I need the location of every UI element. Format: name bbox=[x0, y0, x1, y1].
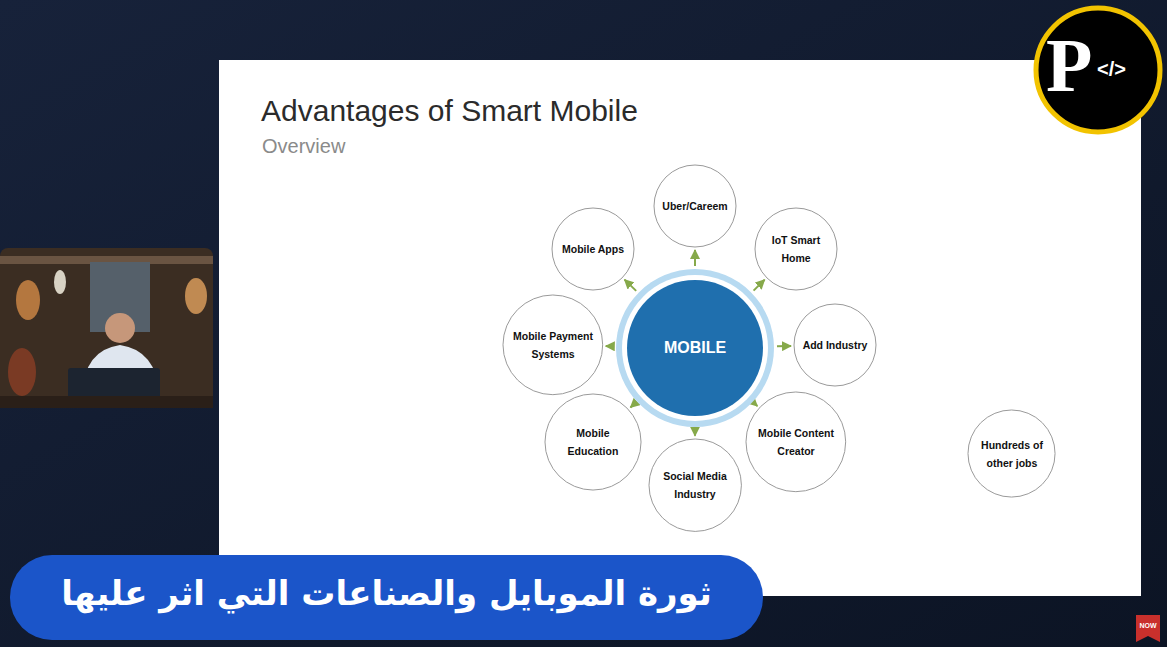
person-head bbox=[105, 313, 135, 343]
arrow-connector bbox=[625, 280, 637, 291]
topic-outline bbox=[649, 439, 741, 531]
topic-label: IoT Smart Home bbox=[764, 231, 828, 268]
arrow-connector bbox=[777, 345, 791, 347]
hub-circle: MOBILE bbox=[615, 268, 775, 428]
slide-title: Advantages of Smart Mobile bbox=[261, 94, 638, 128]
now-badge-text: NOW bbox=[1136, 622, 1160, 630]
desk bbox=[0, 396, 213, 408]
topic-outline bbox=[794, 304, 876, 386]
topic-outline bbox=[552, 208, 634, 290]
circle-outline bbox=[754, 207, 838, 291]
hub-gap bbox=[622, 275, 768, 421]
webcam-frame bbox=[0, 248, 213, 408]
topic-label: Uber/Careem bbox=[662, 197, 727, 215]
logo-letter: P bbox=[1046, 22, 1092, 109]
topic-circle: Hundreds of other jobs bbox=[967, 409, 1056, 498]
circle-outline bbox=[967, 409, 1056, 498]
topic-circle: Uber/Careem bbox=[653, 164, 737, 248]
guitar bbox=[16, 280, 40, 320]
hub-ring bbox=[616, 269, 774, 427]
topic-circle: Mobile Payment Systems bbox=[502, 294, 604, 396]
arrow-connector bbox=[631, 404, 635, 408]
arrow-connector bbox=[606, 345, 613, 347]
topic-label: Social Media Industry bbox=[657, 467, 733, 504]
logo-code-symbol: </> bbox=[1097, 58, 1126, 81]
logo-badge bbox=[1036, 8, 1160, 132]
slide bbox=[219, 60, 1141, 596]
topic-label: Add Industry bbox=[803, 336, 868, 354]
guitar bbox=[8, 348, 36, 396]
caption-banner bbox=[10, 555, 763, 640]
hub-label: MOBILE bbox=[664, 338, 726, 357]
topic-circle: Mobile Content Creator bbox=[745, 391, 847, 493]
arrow-connector bbox=[755, 404, 757, 406]
topic-outline bbox=[503, 295, 603, 395]
topic-label: Mobile Apps bbox=[562, 240, 624, 258]
banner-caption: ثورة الموبايل والصناعات التي اثر عليها bbox=[10, 574, 763, 613]
topic-outline bbox=[654, 165, 736, 247]
hub-core bbox=[627, 280, 763, 416]
topic-circle: Mobile Education bbox=[544, 393, 642, 491]
slide-subtitle: Overview bbox=[262, 135, 345, 158]
circle-outline bbox=[544, 393, 642, 491]
now-badge bbox=[1136, 615, 1160, 642]
guitar bbox=[185, 278, 207, 314]
guitar bbox=[54, 270, 66, 294]
topic-circle: Add Industry bbox=[793, 303, 877, 387]
circle-outline bbox=[502, 294, 604, 396]
topic-outline bbox=[968, 410, 1055, 497]
topic-label: Mobile Education bbox=[553, 424, 633, 461]
webcam-inset bbox=[0, 248, 213, 408]
arrow-connector bbox=[694, 250, 696, 266]
topic-outline bbox=[545, 394, 641, 490]
topic-label: Hundreds of other jobs bbox=[977, 436, 1047, 473]
circle-outline bbox=[745, 391, 847, 493]
topic-outline bbox=[755, 208, 837, 290]
topic-label: Mobile Content Creator bbox=[754, 424, 838, 461]
arrow-connector bbox=[754, 280, 765, 291]
circle-outline bbox=[648, 438, 742, 532]
topic-outline bbox=[746, 392, 846, 492]
topic-circle: Mobile Apps bbox=[551, 207, 635, 291]
topic-circle: IoT Smart Home bbox=[754, 207, 838, 291]
topic-label: Mobile Payment Systems bbox=[511, 327, 595, 364]
arrow-connector bbox=[694, 430, 696, 436]
topic-circle: Social Media Industry bbox=[648, 438, 742, 532]
